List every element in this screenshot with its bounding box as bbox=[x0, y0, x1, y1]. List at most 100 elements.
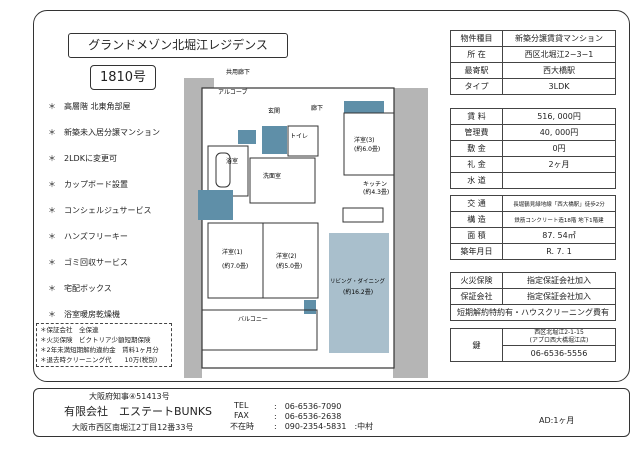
license: 大阪府知事④51413号 bbox=[89, 392, 170, 401]
notes-box: ＊保証会社 全保連 ＊火災保険 ビクトリア少額短期保険 ＊2年未満短期解約違約金… bbox=[36, 323, 172, 367]
row-value: 516, 000円 bbox=[502, 108, 616, 125]
washroom bbox=[249, 157, 316, 204]
label-ld-size: (約16.2畳) bbox=[343, 288, 373, 296]
row-label: 物件種目 bbox=[450, 30, 503, 47]
bullet-icon: ＊ bbox=[48, 284, 56, 293]
kitchen-counter bbox=[342, 207, 384, 223]
feature-text: 高層階 北東角部屋 bbox=[64, 102, 131, 111]
row-label: 火災保険 bbox=[450, 272, 503, 289]
feature-item: ＊浴室暖房乾燥機 bbox=[48, 309, 120, 320]
absent-label: 不在時 bbox=[230, 422, 254, 431]
label-entrance: 玄関 bbox=[268, 107, 280, 115]
bullet-icon: ＊ bbox=[48, 258, 56, 267]
closet bbox=[198, 190, 233, 220]
row-label: タイプ bbox=[450, 78, 503, 95]
label-western3: 洋室(3) bbox=[354, 136, 375, 144]
bathtub bbox=[215, 152, 231, 188]
closet bbox=[344, 101, 384, 113]
row-value: 鉄筋コンクリート造18階 地下1階建 bbox=[502, 211, 616, 228]
row-label: 交 通 bbox=[450, 195, 503, 212]
closet bbox=[262, 126, 287, 154]
label-corridor: 廊下 bbox=[311, 104, 323, 112]
table-row: 最寄駅西大橋駅 bbox=[450, 62, 616, 79]
key-label: 鍵 bbox=[450, 328, 503, 362]
row-value: 0円 bbox=[502, 140, 616, 157]
label-washroom: 洗面室 bbox=[263, 172, 281, 180]
label-kitchen: キッチン bbox=[363, 181, 387, 188]
ad-fee: AD:1ヶ月 bbox=[539, 416, 575, 425]
table-row: 構 造鉄筋コンクリート造18階 地下1階建 bbox=[450, 211, 616, 228]
row-value: 2ヶ月 bbox=[502, 156, 616, 173]
feature-item: ＊ ハンズフリーキー bbox=[48, 231, 128, 242]
row-label: 賃 料 bbox=[450, 108, 503, 125]
wall bbox=[184, 78, 202, 378]
feature-item: ＊高層階 北東角部屋 bbox=[48, 101, 131, 112]
feature-text: ハンズフリーキー bbox=[64, 232, 128, 241]
feature-item: ＊ 宅配ボックス bbox=[48, 283, 112, 294]
table-row: 所 在西区北堀江2−3−1 bbox=[450, 46, 616, 63]
tel-label: TEL bbox=[234, 401, 249, 410]
label-western2: 洋室(2) bbox=[276, 252, 297, 260]
company-name: 有限会社 エステートBUNKS bbox=[64, 405, 213, 418]
feature-text: カップボード設置 bbox=[64, 180, 128, 189]
row-label: 最寄駅 bbox=[450, 62, 503, 79]
toilet-room bbox=[287, 125, 319, 157]
label-western3-size: (約6.0畳) bbox=[354, 145, 380, 153]
closet bbox=[238, 130, 256, 144]
feature-item: ＊ ゴミ回収サービス bbox=[48, 257, 128, 268]
row-value: 西大橋駅 bbox=[502, 62, 616, 79]
row-label: 保証会社 bbox=[450, 288, 503, 305]
label-toilet: トイレ bbox=[290, 133, 308, 140]
floor-plan: 共用廊下 アルコーブ 玄関 廊下 トイレ 浴室 洗面室 洋室(3) (約6.0畳… bbox=[184, 68, 428, 378]
bullet-icon: ＊ bbox=[48, 154, 56, 163]
label-western2-size: (約5.0畳) bbox=[276, 262, 302, 270]
feature-text: 新築未入居分譲マンション bbox=[64, 128, 160, 137]
bullet-icon: ＊ bbox=[48, 232, 56, 241]
row-label: 敷 金 bbox=[450, 140, 503, 157]
room-number: 1810号 bbox=[90, 65, 156, 90]
balcony bbox=[201, 309, 318, 351]
feature-text: ゴミ回収サービス bbox=[64, 258, 128, 267]
row-label: 構 造 bbox=[450, 211, 503, 228]
fax-label: FAX bbox=[234, 411, 249, 420]
table-row: 火災保険指定保証会社加入 bbox=[450, 272, 616, 289]
label-western1: 洋室(1) bbox=[222, 248, 243, 256]
key-shop: (アプロ西大橋堀江店) bbox=[529, 337, 589, 344]
wall bbox=[393, 88, 428, 378]
row-label: 礼 金 bbox=[450, 156, 503, 173]
row-value: 40, 000円 bbox=[502, 124, 616, 141]
living-dining bbox=[329, 233, 389, 353]
row-label: 築年月日 bbox=[450, 243, 503, 260]
label-living-dining: リビング・ダイニング bbox=[330, 277, 386, 285]
row-value: 3LDK bbox=[502, 78, 616, 95]
label-bath: 浴室 bbox=[226, 157, 238, 165]
tel-number: : 06-6536-7090 bbox=[274, 402, 342, 411]
building-table: 交 通長堀鶴見緑地線「西大橋駅」徒歩2分構 造鉄筋コンクリート造18階 地下1階… bbox=[450, 195, 616, 260]
feature-item: ＊2LDKに変更可 bbox=[48, 153, 117, 164]
bullet-icon: ＊ bbox=[48, 206, 56, 215]
note: ＊2年未満短期解約違約金 賃料1ヶ月分 bbox=[40, 346, 159, 354]
note: ＊火災保険 ビクトリア少額短期保険 bbox=[40, 336, 151, 344]
label-balcony: バルコニー bbox=[238, 316, 268, 323]
label-kitchen-size: (約4.3畳) bbox=[363, 188, 389, 196]
western-room-3 bbox=[343, 112, 395, 176]
feature-item: ＊新築未入居分譲マンション bbox=[48, 127, 160, 138]
bullet-icon: ＊ bbox=[48, 310, 56, 319]
row-value: 指定保証会社加入 bbox=[502, 272, 616, 289]
row-label: 水 道 bbox=[450, 172, 503, 189]
row-value: 長堀鶴見緑地線「西大橋駅」徒歩2分 bbox=[502, 195, 616, 212]
note: ＊保証会社 全保連 bbox=[40, 326, 99, 334]
label-hall: 共用廊下 bbox=[226, 68, 250, 76]
row-value: 新築分譲賃貸マンション bbox=[502, 30, 616, 47]
feature-text: 宅配ボックス bbox=[64, 284, 112, 293]
row-label: 面 積 bbox=[450, 227, 503, 244]
fax-number: : 06-6536-2638 bbox=[274, 412, 342, 421]
